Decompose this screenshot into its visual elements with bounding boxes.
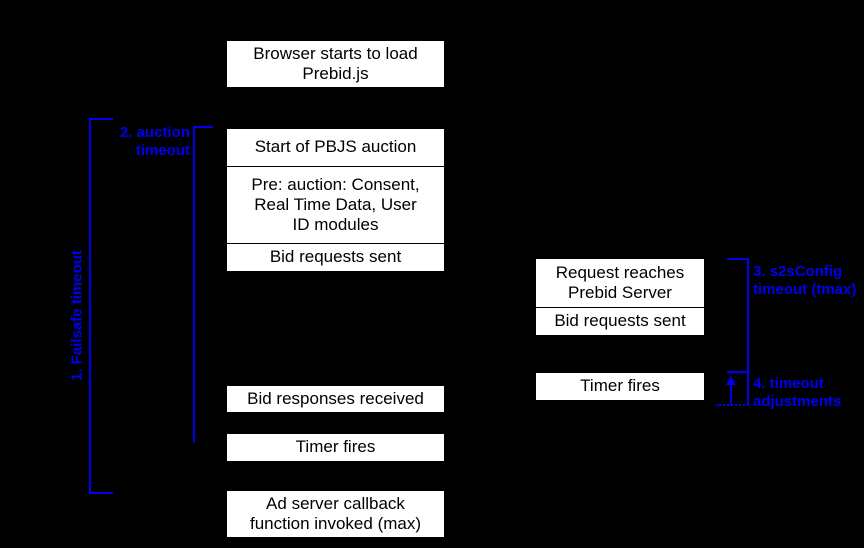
box-browser-starts-to-load-prebidjs: Browser starts to load Prebid.js	[226, 40, 445, 88]
box-ad-server-callback-invoked: Ad server callback function invoked (max…	[226, 490, 445, 538]
box-bid-responses-received: Bid responses received	[226, 385, 445, 413]
failsafe-bracket-vertical	[89, 118, 91, 494]
cell-request-reaches-prebid-server: Request reaches Prebid Server	[536, 259, 704, 308]
cell-start-of-pbjs-auction: Start of PBJS auction	[227, 129, 444, 167]
timeout-adjustment-arrow-icon	[726, 376, 736, 404]
adjustments-bracket-vertical	[747, 373, 749, 405]
auction-bracket-top-arm	[193, 126, 213, 128]
annotation-label-timeout-adjustments: 4. timeout adjustments	[753, 375, 842, 411]
annotation-label-auction-timeout: 2. auction timeout	[119, 124, 190, 160]
server-stack: Request reaches Prebid Server Bid reques…	[535, 258, 705, 336]
annotation-label-failsafe-timeout: 1. Failsafe timeout	[68, 250, 86, 381]
box-timer-fires-client: Timer fires	[226, 433, 445, 462]
failsafe-bracket-bottom-arm	[89, 492, 113, 494]
cell-pre-auction-modules: Pre: auction: Consent, Real Time Data, U…	[227, 167, 444, 244]
box-timer-fires-server: Timer fires	[535, 372, 705, 401]
s2sconfig-bracket-vertical	[747, 258, 749, 373]
failsafe-bracket-top-arm	[89, 118, 113, 120]
auction-stack: Start of PBJS auction Pre: auction: Cons…	[226, 128, 445, 271]
cell-bid-requests-sent-server: Bid requests sent	[536, 308, 704, 335]
auction-bracket-vertical	[193, 126, 195, 442]
annotation-label-s2sconfig-timeout: 3. s2sConfig timeout (tmax)	[753, 263, 857, 299]
s2sconfig-bracket-top-arm	[727, 258, 749, 260]
s2sconfig-bracket-bottom-arm	[727, 371, 749, 373]
cell-bid-requests-sent-client: Bid requests sent	[227, 244, 444, 271]
timeout-adjustment-baseline	[716, 404, 749, 406]
